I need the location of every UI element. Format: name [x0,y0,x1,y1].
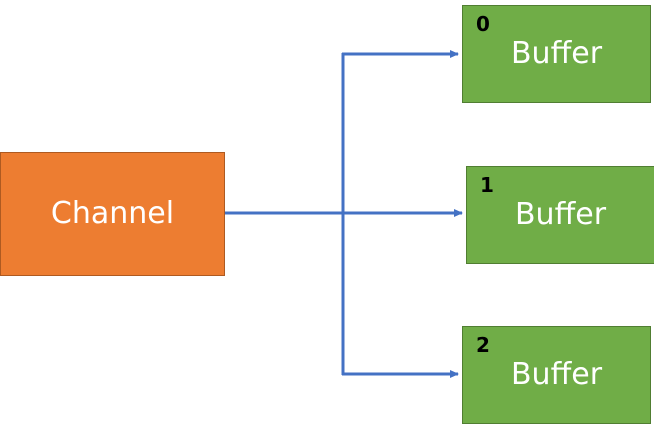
buffer-index-0: 0 [476,12,490,36]
buffer-label-0: Buffer [510,36,603,71]
buffer-label-1: Buffer [514,197,607,232]
buffer-box-2: 2 Buffer [462,326,651,424]
buffer-index-2: 2 [476,333,490,357]
channel-label: Channel [50,196,175,231]
buffer-box-1: 1 Buffer [466,166,654,264]
buffer-index-1: 1 [480,173,494,197]
channel-box: Channel [0,152,225,276]
buffer-label-2: Buffer [510,357,603,392]
buffer-box-0: 0 Buffer [462,5,651,103]
